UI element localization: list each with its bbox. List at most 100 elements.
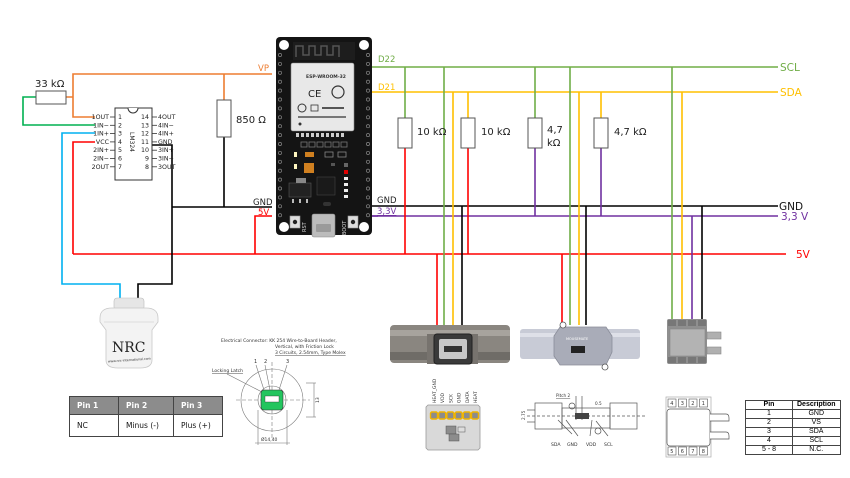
o2-table-header: Pin 2 <box>118 396 174 415</box>
esp-header-pin <box>366 159 370 164</box>
fs1-pad <box>429 411 439 420</box>
esp-header-pin <box>366 79 370 84</box>
ps-pin-number: 1 <box>702 401 705 407</box>
ps-pin-number: 7 <box>691 449 694 455</box>
fs1-pin-label: SCK <box>448 393 454 403</box>
resistor-850 <box>216 99 232 138</box>
opamp-pin-name: 3IN+ <box>158 147 174 154</box>
esp-header-pin <box>366 204 370 209</box>
opamp-vcc-wire <box>72 141 95 254</box>
o2-sensor: NRC www.nrc-international.com <box>99 297 159 369</box>
ps-pin-box <box>688 446 698 456</box>
esp-header-pin <box>278 186 282 191</box>
ps-pin-number: 3 <box>681 401 684 407</box>
boot-label: BOOT <box>342 220 348 235</box>
opamp-pin-number: 5 <box>118 147 122 154</box>
esp-header-pin <box>278 70 282 75</box>
esp-header-pin <box>278 106 282 111</box>
flow-sensor-2: MOUSEMATE <box>520 321 640 371</box>
esp-header-pin <box>366 124 370 129</box>
fs2-pin-sda: SDA <box>551 442 561 448</box>
opamp-pin-number: 10 <box>141 147 149 154</box>
opamp-pin-number: 11 <box>141 139 149 146</box>
lm324-label: LM324 <box>128 132 135 152</box>
resistor-10k-a <box>397 117 413 149</box>
esp-header-pin <box>278 61 282 66</box>
fs2-pin-vdd: VDD <box>586 442 597 448</box>
opamp-pin-number: 6 <box>118 156 122 163</box>
opamp-pin-name: 1OUT <box>92 114 110 121</box>
esp-header-pin <box>366 70 370 75</box>
ps-pin-number: 8 <box>702 449 705 455</box>
esp-header-pin <box>366 168 370 173</box>
connector-drawing: Electrical Connector: KK 254 Wire-to-Boa… <box>212 338 346 445</box>
fs1-pin-label: DATA <box>465 390 471 403</box>
esp32-module-label: ESP-WROOM-32 <box>306 74 346 80</box>
flow-sensor-1 <box>390 325 510 365</box>
ps-pin-box <box>699 446 708 456</box>
o2-table-cell: Plus (+) <box>173 414 223 437</box>
connector-title-1: Electrical Connector: KK 254 Wire-to-Boa… <box>221 338 337 344</box>
esp-header-pin <box>366 133 370 138</box>
opamp-pin-number: 2 <box>118 122 122 129</box>
o2-table-header: Pin 1 <box>69 396 119 415</box>
opamp-pin-number: 4 <box>118 139 122 146</box>
pin-number: 1 <box>745 409 793 419</box>
opamp-pin-name: 2IN+ <box>93 147 109 154</box>
opamp-pin-name: 3OUT <box>158 164 176 171</box>
fs1-pad <box>462 411 471 420</box>
ps-pin-box <box>678 398 687 408</box>
esp-header-pin <box>366 115 370 120</box>
opamp-pin-name: 1IN− <box>93 122 109 129</box>
opamp-pin-number: 1 <box>118 114 122 121</box>
bus-label-3v3: 3,3 V <box>781 211 809 223</box>
connector-title-2: Vertical, with Friction Lock <box>275 344 334 350</box>
label-10k-b: 10 kΩ <box>481 127 511 138</box>
o2-table-cell: NC <box>69 414 119 437</box>
o2-sensor-brand: NRC <box>112 340 146 356</box>
esp-header-pin <box>278 124 282 129</box>
esp-header-pin <box>278 133 282 138</box>
fs2-pitch-label: Pitch 2 <box>556 393 571 398</box>
esp-header-pin <box>366 177 370 182</box>
fcc-logo-icon <box>297 103 307 113</box>
esp-header-pin <box>366 150 370 155</box>
bus-label-scl: SCL <box>780 62 800 74</box>
label-850: 850 Ω <box>236 115 266 126</box>
esp-header-pin <box>366 97 370 102</box>
pin-number: 5 - 8 <box>745 445 793 455</box>
esp-header-pin <box>278 115 282 120</box>
connector-pin-1: 1 <box>254 359 257 365</box>
esp-header-pin <box>366 213 370 218</box>
o2-sensor-url: www.nrc-international.com <box>108 357 151 364</box>
esp-pin-d22: D22 <box>378 55 395 65</box>
fs1-pad <box>438 411 447 420</box>
pin-number: 4 <box>745 436 793 446</box>
ps-pin-number: 6 <box>681 449 684 455</box>
esp-header-pin <box>278 177 282 182</box>
opamp-pin-number: 12 <box>141 131 149 138</box>
label-4k7-a-2: kΩ <box>547 138 561 149</box>
opamp-pin-number: 7 <box>118 164 122 171</box>
fs1-pin-label: HEAT_GND <box>432 378 438 403</box>
esp-header-pin <box>366 142 370 146</box>
esp-pin-3v3: 3,3V <box>377 207 397 217</box>
ce-mark: CE <box>308 89 321 100</box>
ps-pin-box <box>667 398 677 408</box>
label-33k: 33 kΩ <box>35 79 65 90</box>
o2-table-cell: Minus (-) <box>118 414 174 437</box>
rst-label: RST <box>302 221 308 232</box>
esp-header-pin <box>278 168 282 173</box>
pin-description: SCL <box>792 436 841 446</box>
esp-pin-vp: VP <box>258 64 269 74</box>
resistor-33k <box>35 90 67 105</box>
fs1-pin-label: HEAT <box>473 391 479 403</box>
pin-description: N.C. <box>792 445 841 455</box>
esp-header-pin <box>278 213 282 218</box>
esp32-board: ESP-WROOM-32 CE <box>276 37 372 238</box>
